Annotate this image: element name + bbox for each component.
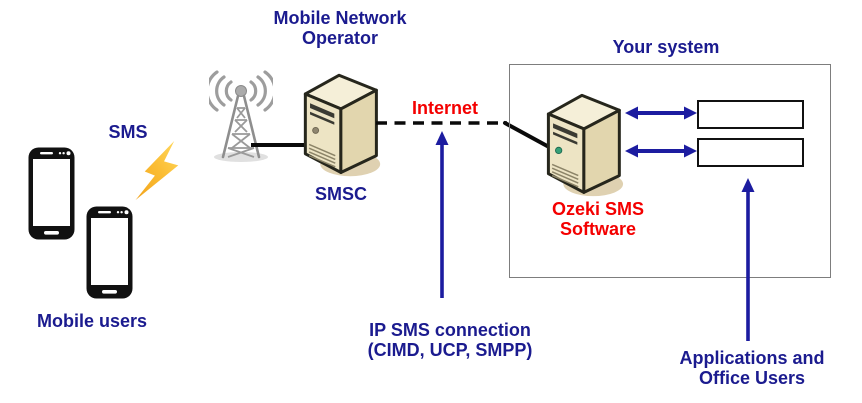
ip-sms-connection-label: IP SMS connection (CIMD, UCP, SMPP) bbox=[344, 320, 556, 361]
lightning-icon bbox=[135, 141, 179, 200]
mobile-network-operator-label: Mobile Network Operator bbox=[273, 8, 407, 49]
sms-label: SMS bbox=[108, 122, 148, 142]
smsc-label: SMSC bbox=[314, 184, 367, 204]
application-box-1 bbox=[697, 100, 804, 129]
internet-dashed-line bbox=[376, 121, 507, 125]
applications-office-users-label: Applications and Office Users bbox=[679, 348, 825, 389]
smsc-server-icon bbox=[303, 73, 381, 177]
tower-smsc-connector-line bbox=[251, 143, 307, 147]
smartphone-icon bbox=[28, 147, 75, 240]
applications-up-arrow-icon bbox=[741, 178, 755, 341]
mobile-users-label: Mobile users bbox=[36, 311, 148, 331]
ip-sms-up-arrow-icon bbox=[435, 131, 449, 298]
internet-label: Internet bbox=[411, 98, 478, 118]
your-system-box bbox=[509, 64, 831, 278]
ip-sms-connection-line2: (CIMD, UCP, SMPP) bbox=[367, 340, 533, 361]
smartphone-icon bbox=[86, 206, 133, 299]
ozeki-sms-software-label: Ozeki SMS Software bbox=[551, 199, 645, 240]
ip-sms-connection-line1: IP SMS connection bbox=[369, 320, 531, 340]
cell-tower-icon bbox=[209, 70, 273, 162]
ozeki-server-icon bbox=[546, 93, 624, 197]
application-box-2 bbox=[697, 138, 804, 167]
your-system-label: Your system bbox=[612, 37, 720, 57]
double-arrow-icon bbox=[625, 106, 697, 120]
double-arrow-icon bbox=[625, 144, 697, 158]
